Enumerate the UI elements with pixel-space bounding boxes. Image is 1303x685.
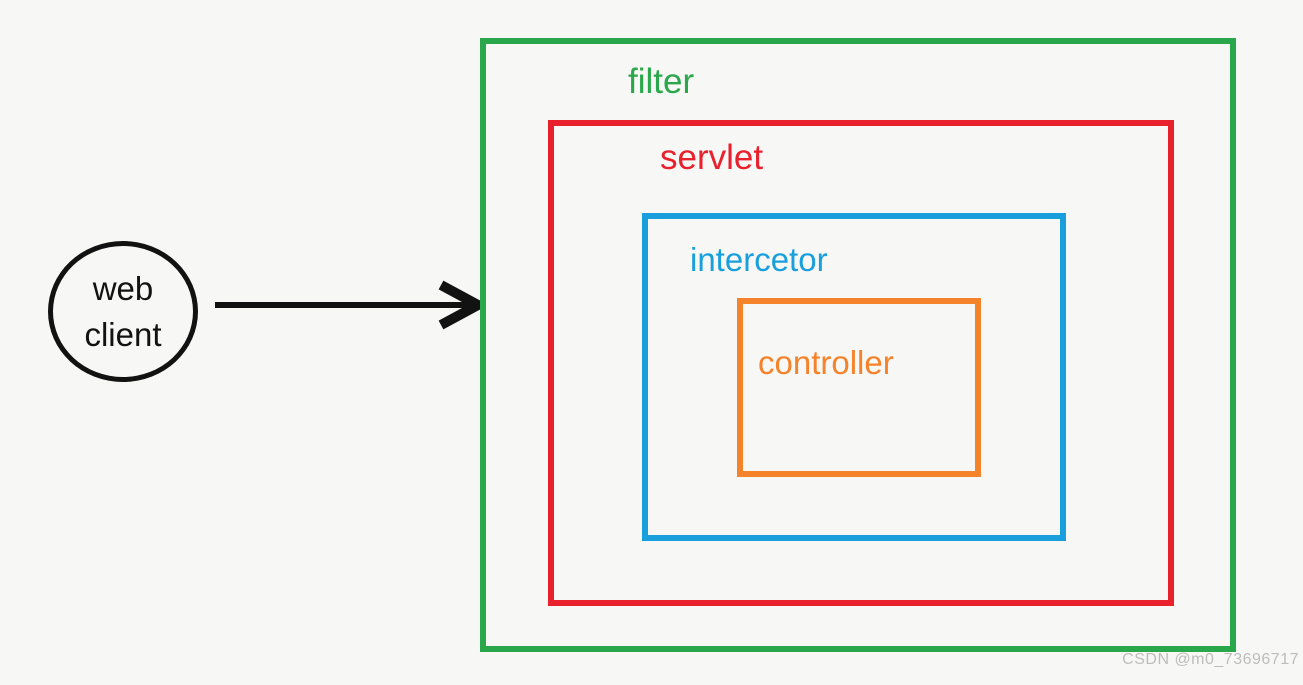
servlet-box: servlet intercetor controller	[548, 120, 1174, 606]
intercetor-label: intercetor	[690, 241, 828, 278]
request-arrow-icon	[215, 280, 485, 330]
controller-label: controller	[758, 344, 894, 381]
servlet-label: servlet	[660, 138, 764, 177]
web-client-label-line1: web	[92, 269, 154, 307]
web-client-label-line2: client	[84, 315, 162, 353]
filter-box: filter servlet intercetor controller	[480, 38, 1236, 652]
filter-label: filter	[628, 62, 695, 101]
controller-box: controller	[737, 298, 981, 477]
intercetor-box: intercetor controller	[642, 213, 1066, 541]
web-client-node: web client	[48, 241, 198, 382]
watermark-text: CSDN @m0_73696717	[1122, 651, 1299, 668]
